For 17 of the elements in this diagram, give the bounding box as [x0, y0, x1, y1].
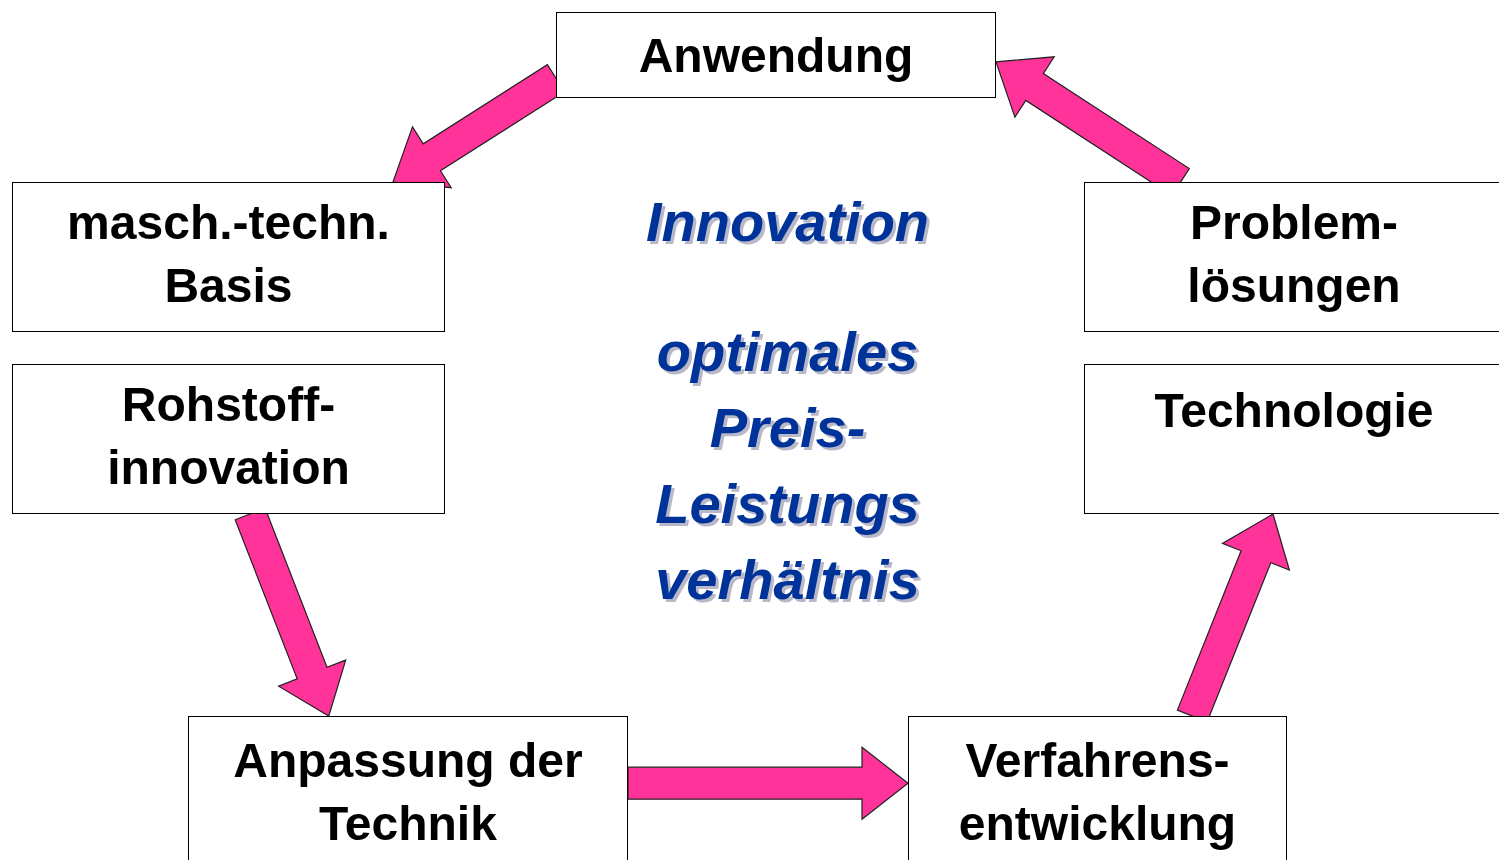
box-label: Anwendung — [638, 28, 914, 84]
center-heading: optimales Preis- Leistungs verhältnis — [654, 319, 921, 613]
block-arrow — [627, 745, 909, 821]
box-label: Anpassung der Technik — [232, 733, 584, 852]
text-box — [12, 182, 445, 332]
text-box — [188, 716, 628, 860]
box-label: masch.-techn. Basis — [66, 195, 391, 314]
box-label: Technologie — [1154, 383, 1434, 439]
box-label: Rohstoff- innovation — [106, 377, 351, 496]
text-box — [1084, 182, 1499, 332]
text-box — [908, 716, 1287, 860]
box-label: Verfahrens- entwicklung — [957, 733, 1238, 852]
box-label: Problem- lösungen — [1186, 195, 1402, 314]
center-heading: Innovation — [645, 189, 930, 255]
text-box — [556, 12, 996, 98]
text-box — [1084, 364, 1499, 514]
text-box — [12, 364, 445, 514]
